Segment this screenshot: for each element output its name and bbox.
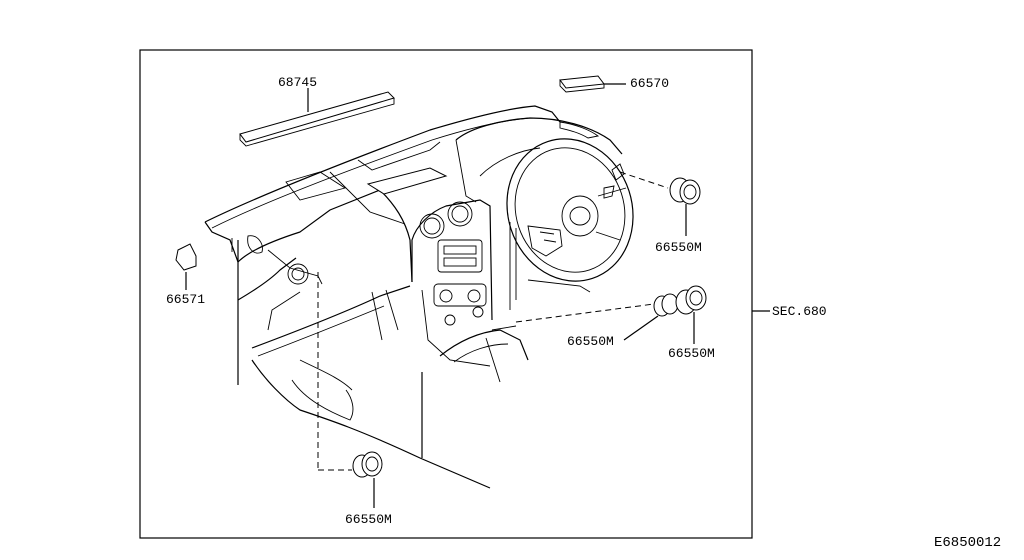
part-label-66550m-d: 66550M bbox=[345, 512, 392, 527]
part-label-66550m-a: 66550M bbox=[655, 240, 702, 255]
dashboard-illustration bbox=[204, 105, 634, 489]
part-label-66570: 66570 bbox=[630, 76, 669, 91]
diagram-code: E6850012 bbox=[934, 535, 1001, 551]
part-label-66550m-c: 66550M bbox=[668, 346, 715, 361]
vent-66550m-side: 66550M bbox=[619, 171, 702, 255]
part-label-68745: 68745 bbox=[278, 75, 317, 90]
section-ref-label: SEC.680 bbox=[772, 304, 827, 319]
vent-66550m-center: 66550M 66550M bbox=[515, 285, 715, 361]
defroster-grille-68745: 68745 bbox=[239, 75, 395, 147]
vent-66550m-bottom: 66550M bbox=[317, 272, 392, 527]
diagram-frame bbox=[139, 49, 753, 539]
section-reference: SEC.680 bbox=[752, 304, 827, 319]
part-label-66571: 66571 bbox=[166, 292, 205, 307]
vent-66571: 66571 bbox=[166, 243, 205, 307]
vent-66570: 66570 bbox=[559, 75, 669, 93]
part-label-66550m-b: 66550M bbox=[567, 334, 614, 349]
